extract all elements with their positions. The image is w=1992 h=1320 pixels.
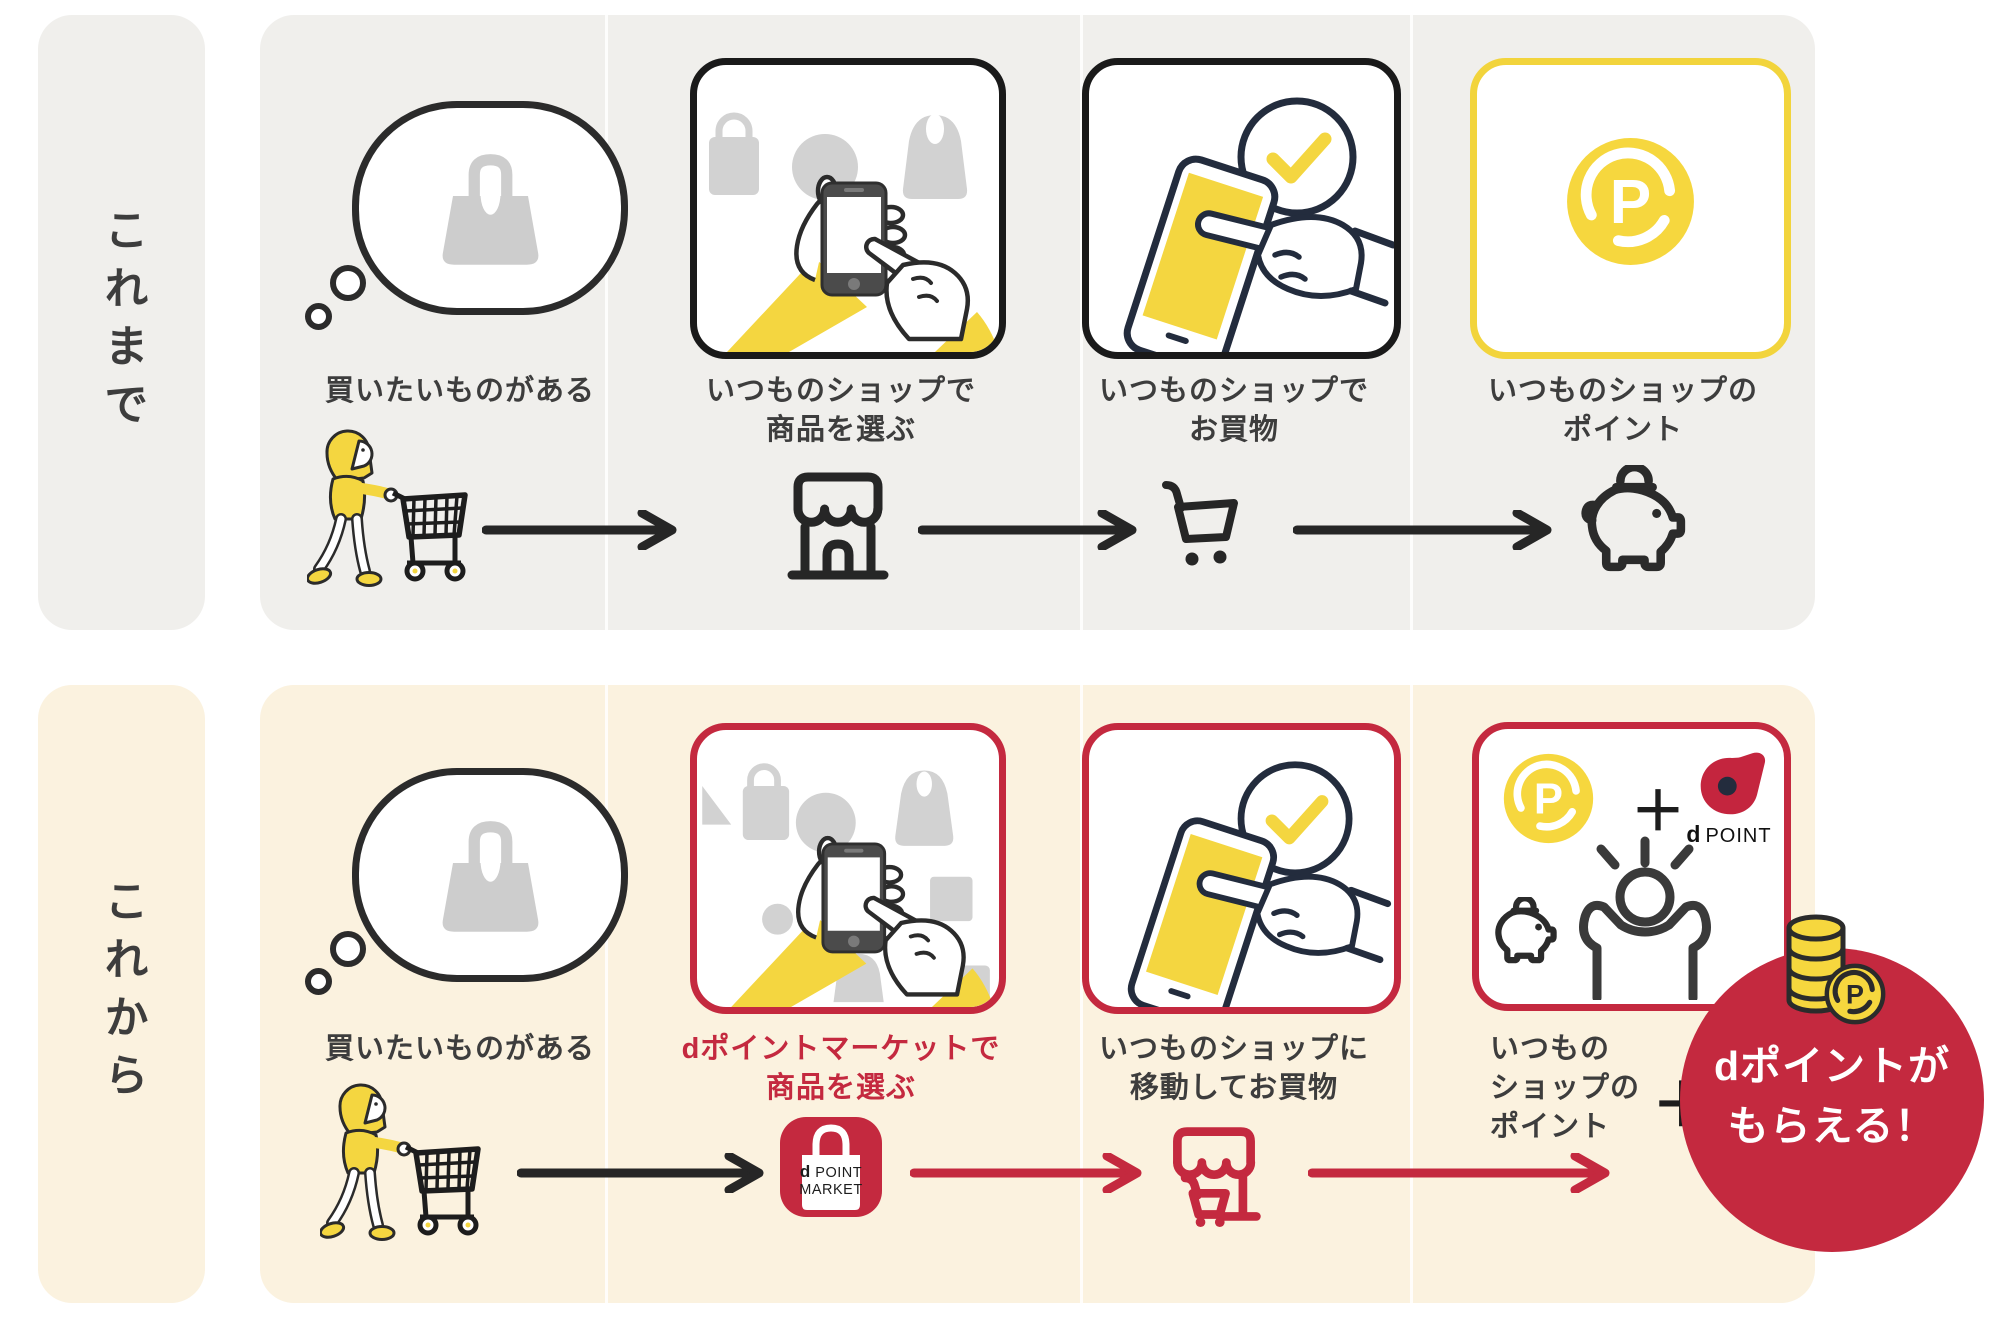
sidebar-before: これまで	[38, 15, 205, 630]
bubble-dot	[330, 931, 366, 967]
svg-text:P: P	[1846, 980, 1864, 1010]
bubble-dot	[305, 303, 332, 330]
market-bag-icon	[802, 1124, 860, 1210]
step-box-choose-dpoint-market	[690, 723, 1006, 1014]
bubble-dot	[330, 265, 366, 301]
coin-stack-group: P	[1781, 912, 1891, 1030]
plus-sign: ＋	[1631, 782, 1685, 842]
panel-after: 買いたいものがある	[260, 685, 1815, 1303]
caption-want-to-buy: 買いたいものがある	[324, 1033, 595, 1065]
phone-tap-check-illustration	[1123, 97, 1394, 352]
column-divider	[1080, 15, 1083, 630]
column-divider	[1080, 685, 1083, 1303]
celebrating-person-icon	[1579, 836, 1711, 1000]
phone-tap-check-illustration	[1127, 761, 1392, 1007]
step-box-choose-shop	[690, 58, 1006, 359]
column-divider	[1410, 15, 1413, 630]
column-divider	[605, 685, 608, 1303]
step-box-buy-shop	[1082, 58, 1401, 359]
flow-arrow-icon	[482, 510, 677, 550]
sidebar-after: これから	[38, 685, 205, 1303]
piggy-bank-icon	[1495, 897, 1557, 964]
caption-move-to-usual-shop: いつものショップに 移動してお買物	[1098, 1033, 1369, 1104]
piggy-bank-icon	[1581, 465, 1686, 572]
store-icon	[787, 472, 889, 580]
column-divider	[605, 15, 608, 630]
flow-arrow-icon	[517, 1153, 764, 1193]
point-coin-outline-icon: P	[1824, 963, 1886, 1025]
caption-choose-at-usual-shop: いつものショップで 商品を選ぶ	[705, 375, 976, 446]
flow-arrow-red-icon	[1308, 1153, 1610, 1193]
phone-browsing-illustration	[709, 112, 999, 352]
caption-want-to-buy: 買いたいものがある	[324, 375, 595, 407]
point-coin-icon: P	[1503, 753, 1594, 844]
cart-icon	[1162, 481, 1238, 566]
step-box-shop-points: P	[1470, 58, 1791, 359]
caption-usual-shop-points-plus: いつもの ショップの ポイント	[1490, 1033, 1641, 1143]
svg-text:P: P	[1610, 168, 1651, 237]
shopper-with-cart-icon	[320, 1083, 481, 1241]
shopping-bag-icon	[442, 153, 538, 265]
flow-arrow-icon	[1293, 510, 1552, 550]
panel-before: 買いたいものがある	[260, 15, 1815, 630]
thought-bubble	[352, 101, 628, 315]
flow-arrow-icon	[918, 510, 1137, 550]
caption-buy-at-usual-shop: いつものショップで お買物	[1098, 375, 1369, 446]
phone-browsing-illustration	[702, 763, 994, 1007]
svg-text:P: P	[1534, 775, 1563, 824]
caption-choose-at-dpoint-market: dポイントマーケットで 商品を選ぶ	[681, 1033, 1001, 1104]
thought-bubble	[352, 768, 628, 982]
store-red-icon	[1173, 1127, 1261, 1228]
shopper-with-cart-icon	[307, 429, 468, 587]
flow-arrow-red-icon	[910, 1153, 1142, 1193]
dpoint-market-label: d POINT MARKET	[799, 1162, 863, 1198]
dpoint-logo-icon	[1700, 752, 1766, 815]
caption-usual-shop-points: いつものショップの ポイント	[1487, 375, 1758, 446]
sidebar-before-label: これまで	[97, 206, 147, 439]
shopping-bag-icon	[442, 820, 538, 932]
point-coin-icon: P	[1567, 138, 1694, 265]
step-box-move-and-buy	[1082, 723, 1401, 1014]
sidebar-after-label: これから	[97, 878, 147, 1110]
dpoint-market-app-icon: d POINT MARKET	[780, 1117, 882, 1217]
bubble-dot	[305, 968, 332, 995]
column-divider	[1410, 685, 1413, 1303]
